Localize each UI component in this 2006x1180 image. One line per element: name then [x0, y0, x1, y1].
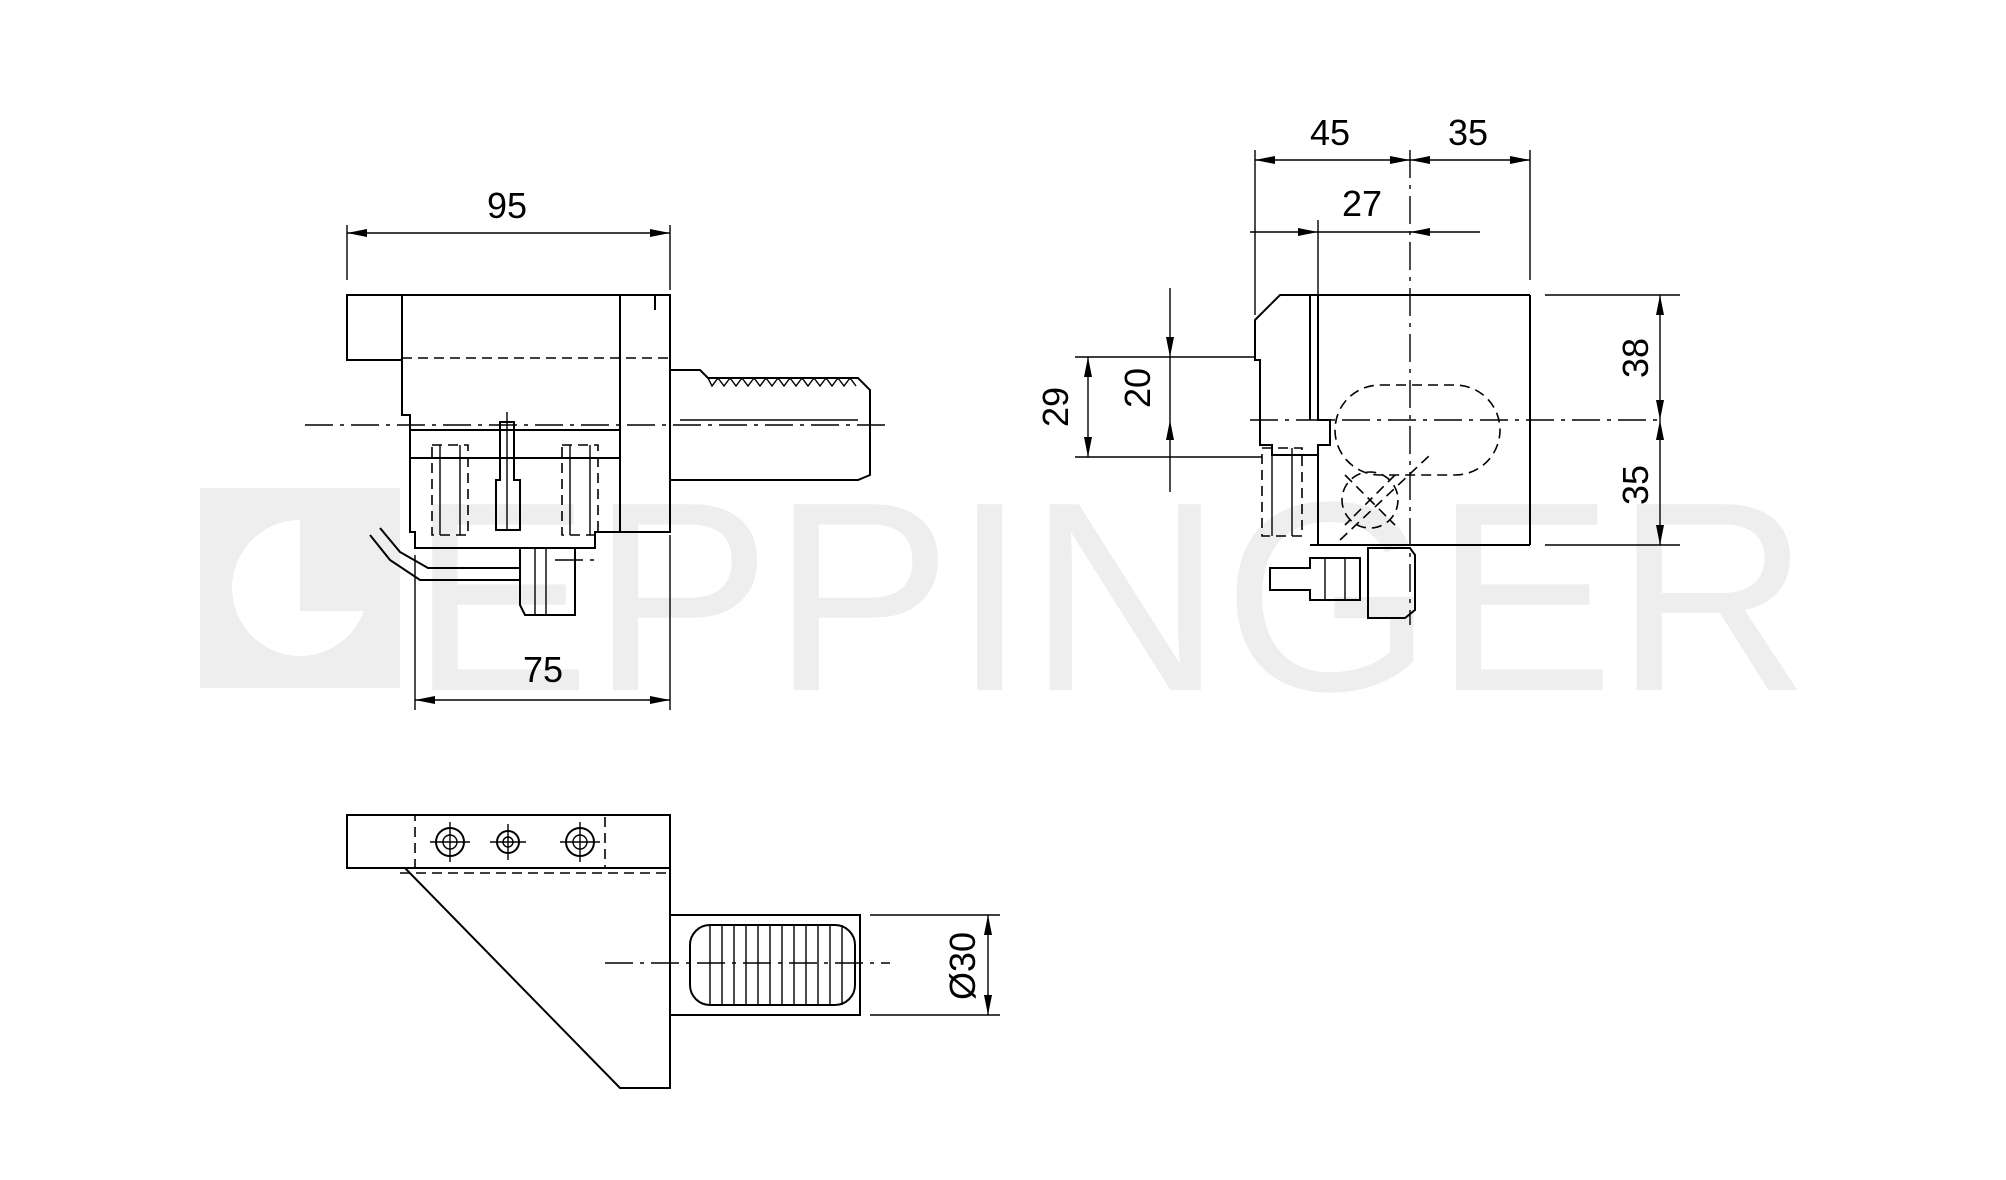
dim-side-height-20: 20 — [1117, 368, 1158, 408]
top-view: Ø30 — [346, 814, 1000, 1089]
dim-shank-diameter: Ø30 — [942, 932, 983, 1000]
dim-side-inner-width: 27 — [1342, 183, 1382, 224]
dim-side-upper-height: 38 — [1615, 338, 1656, 378]
screw-icon — [560, 822, 600, 862]
coolant-pin-icon — [490, 824, 526, 860]
eppinger-logo-icon — [200, 488, 400, 688]
dim-side-left-width: 45 — [1310, 112, 1350, 153]
dim-front-total-length: 95 — [487, 185, 527, 226]
dim-side-lower-height: 35 — [1615, 465, 1656, 505]
dim-side-right-width: 35 — [1448, 112, 1488, 153]
eppinger-watermark: EPPINGER — [200, 447, 1810, 748]
front-view: 95 75 — [305, 185, 890, 710]
dim-front-base-length: 75 — [523, 649, 563, 690]
side-view: 45 35 27 29 20 38 35 — [1035, 112, 1680, 625]
screw-icon — [430, 822, 470, 862]
dim-side-height-29: 29 — [1035, 387, 1076, 427]
